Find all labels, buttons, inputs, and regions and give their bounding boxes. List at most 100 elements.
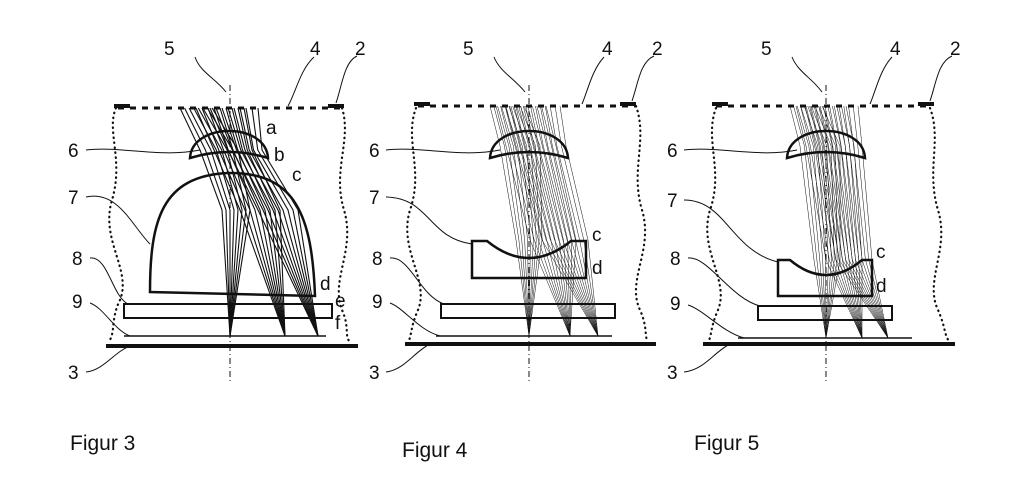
light-ray — [227, 107, 319, 337]
lens-6 — [488, 129, 570, 160]
label-8: 8 — [670, 249, 681, 270]
light-ray — [541, 105, 573, 337]
light-ray — [513, 105, 571, 337]
label-9: 9 — [72, 292, 83, 313]
ray-bundle — [179, 107, 319, 337]
light-ray — [805, 105, 889, 339]
label-8: 8 — [72, 249, 83, 270]
label-2: 2 — [652, 39, 663, 60]
light-ray — [811, 105, 832, 339]
housing-right-wall — [634, 104, 650, 344]
label-9: 9 — [372, 292, 383, 313]
light-ray — [500, 105, 571, 337]
light-ray — [257, 107, 319, 337]
leader-9 — [389, 302, 441, 337]
light-ray — [184, 107, 231, 337]
label-7: 7 — [667, 191, 678, 212]
leader-6 — [385, 148, 501, 154]
leader-8 — [89, 257, 129, 305]
light-ray — [824, 105, 889, 339]
light-ray — [239, 107, 319, 337]
light-ray — [251, 107, 319, 337]
figure-3: 5 4 2 6 7 8 9 3 a b c d e f Figur 3 — [68, 39, 366, 455]
label-6: 6 — [667, 141, 678, 162]
light-ray — [493, 105, 530, 337]
leader-3 — [385, 343, 431, 373]
light-ray — [233, 107, 319, 337]
light-ray — [804, 105, 863, 339]
light-ray — [489, 105, 530, 337]
light-ray — [549, 105, 599, 337]
light-ray — [793, 105, 827, 339]
caption-figur-5: Figur 5 — [694, 432, 759, 455]
leader-4 — [869, 56, 893, 105]
housing-right-wall — [337, 106, 352, 344]
light-ray — [795, 105, 863, 339]
housing-left-wall — [106, 106, 124, 344]
light-ray — [179, 107, 231, 337]
light-ray — [211, 107, 251, 337]
light-ray — [823, 105, 863, 339]
surface-label-b: b — [274, 145, 285, 166]
ray-bundle — [489, 105, 599, 337]
light-ray — [796, 105, 827, 339]
housing-left-wall — [706, 106, 722, 344]
leader-2 — [335, 55, 358, 104]
surface-label-e: e — [335, 291, 346, 312]
surface-label-d: d — [320, 274, 331, 295]
surface-label-d: d — [592, 258, 603, 279]
light-ray — [495, 105, 571, 337]
leader-5 — [493, 56, 526, 93]
label-4: 4 — [310, 39, 321, 60]
label-5: 5 — [463, 39, 474, 60]
leader-9 — [89, 302, 131, 337]
label-7: 7 — [369, 188, 380, 209]
light-ray — [821, 105, 841, 339]
light-ray — [532, 105, 571, 337]
light-ray — [245, 107, 319, 337]
light-ray — [836, 105, 863, 339]
leader-7 — [385, 196, 473, 245]
light-ray — [219, 107, 286, 337]
surface-label-c: c — [876, 242, 886, 263]
leader-5 — [194, 56, 227, 93]
figure-5: 5 4 2 6 7 8 9 3 c d Figur 5 — [667, 39, 961, 455]
leader-2 — [631, 55, 655, 102]
label-2: 2 — [950, 39, 961, 60]
label-6: 6 — [68, 141, 79, 162]
light-ray — [853, 105, 889, 339]
light-ray — [201, 107, 286, 337]
light-ray — [207, 107, 286, 337]
leader-9 — [687, 304, 745, 339]
light-ray — [540, 105, 599, 337]
surface-label-c: c — [592, 225, 602, 246]
surface-label-f: f — [335, 313, 341, 334]
light-ray — [195, 107, 286, 337]
light-ray — [520, 105, 599, 337]
light-ray — [838, 105, 889, 339]
light-ray — [509, 105, 571, 337]
light-ray — [545, 105, 599, 337]
leader-3 — [683, 343, 731, 373]
light-ray — [815, 105, 889, 339]
leader-3 — [85, 345, 131, 373]
light-ray — [504, 105, 571, 337]
light-ray — [209, 107, 319, 337]
light-ray — [202, 107, 243, 337]
surface-label-d: d — [876, 276, 887, 297]
surface-label-c: c — [292, 165, 302, 186]
light-ray — [510, 105, 599, 337]
light-ray — [827, 105, 863, 339]
leader-6 — [85, 148, 201, 154]
light-ray — [818, 105, 838, 339]
label-3: 3 — [68, 363, 79, 384]
caption-figur-4: Figur 4 — [402, 439, 468, 462]
light-ray — [829, 105, 889, 339]
light-ray — [535, 105, 599, 337]
label-9: 9 — [670, 294, 681, 315]
light-ray — [518, 105, 571, 337]
light-ray — [231, 107, 286, 337]
label-4: 4 — [602, 39, 613, 60]
light-ray — [197, 107, 239, 337]
